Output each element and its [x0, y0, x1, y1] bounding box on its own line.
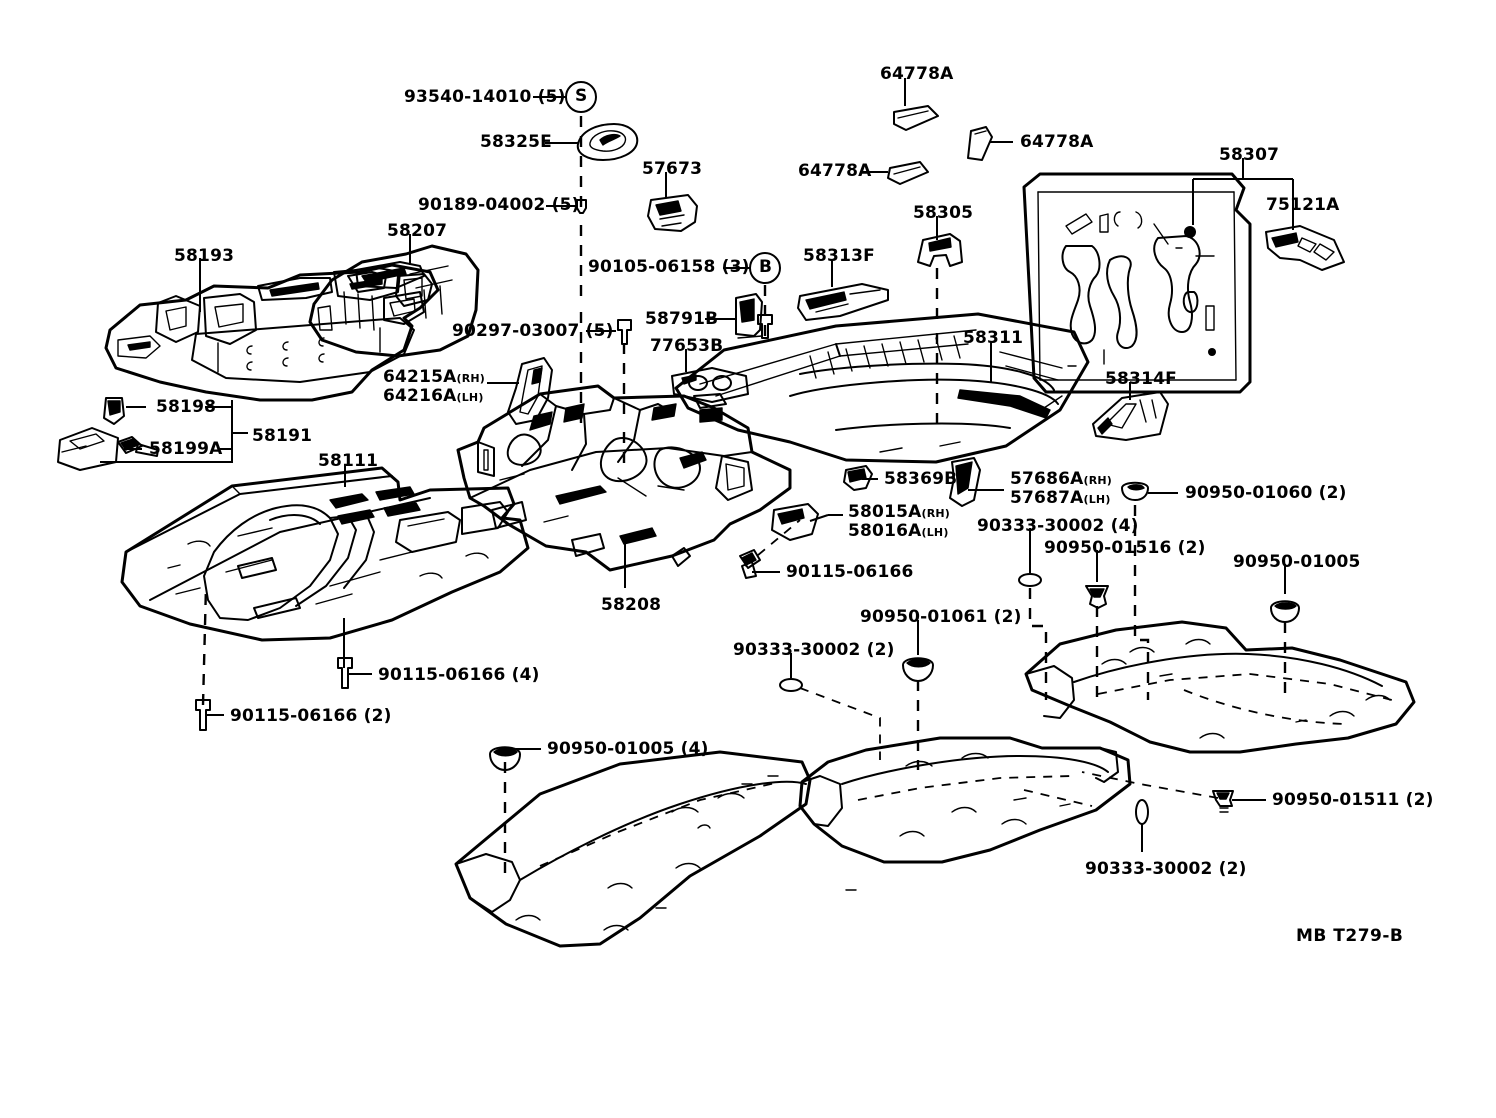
part-shape-58791B: [735, 293, 763, 339]
part-90950-01061: 90950-01061 (2): [860, 607, 1022, 627]
part-93540-14010: 93540-14010 (5): [404, 87, 566, 107]
part-64215A-64216A-line2: 64216A: [383, 386, 457, 407]
part-shape-90297-03007: [757, 314, 773, 339]
part-shape-58307: [1022, 172, 1252, 394]
part-57686A-57687A-side2: (LH): [1083, 493, 1111, 507]
part-shape-58199A: [117, 436, 159, 457]
part-shape-90333-30002-c: [1135, 799, 1149, 825]
part-shape-64778A-top: [893, 105, 939, 131]
part-shape-75121A: [1265, 225, 1345, 271]
part-58314F: 58314F: [1105, 369, 1177, 389]
part-58313F: 58313F: [803, 246, 875, 266]
part-90115-06166-single: 90115-06166: [786, 562, 914, 582]
part-58015A-58016A-line1: 58015A: [848, 502, 922, 522]
part-shape-90950-01005-4: [489, 746, 521, 771]
part-58311: 58311: [963, 328, 1024, 348]
part-58307: 58307: [1219, 145, 1280, 165]
marker-letter-s: S: [575, 86, 588, 106]
part-64778A-left: 64778A: [798, 161, 872, 181]
part-90105-06158: 90105-06158 (3): [588, 257, 750, 277]
part-64215A-64216A-side2: (LH): [456, 391, 484, 405]
part-58111: 58111: [318, 451, 379, 471]
part-90950-01005-4: 90950-01005 (4): [547, 739, 709, 759]
part-shape-bottom-right-panel: [1024, 620, 1416, 754]
part-90115-06166-4: 90115-06166 (4): [378, 665, 540, 685]
part-58193: 58193: [174, 246, 235, 266]
part-shape-58198: [103, 397, 125, 425]
part-57673: 57673: [642, 159, 703, 179]
part-58015A-58016A: 58015A(RH)58016A(LH): [848, 502, 951, 542]
part-shape-bottom-left-panel: [454, 750, 857, 948]
part-shape-58111: [120, 466, 530, 642]
part-64215A-64216A-line1: 64215A: [383, 367, 457, 387]
part-58198: 58198: [156, 397, 217, 417]
part-shape-57673: [647, 194, 698, 232]
part-58199A: 58199A: [149, 439, 223, 459]
part-shape-57686A: [949, 457, 981, 507]
part-shape-58193: [104, 263, 440, 402]
part-shape-bottom-center-panel: [798, 736, 1132, 864]
part-shape-58191: [57, 427, 119, 471]
part-shape-58207: [308, 244, 480, 358]
part-90333-30002-4: 90333-30002 (4): [977, 516, 1139, 536]
part-64215A-64216A-side1: (RH): [456, 372, 486, 385]
part-shape-58015A: [771, 503, 819, 541]
part-90297-03007: 90297-03007 (5): [452, 321, 614, 341]
part-90950-01005-right: 90950-01005: [1233, 552, 1361, 572]
part-57686A-57687A-line2: 57687A: [1010, 488, 1084, 509]
part-64778A-right: 64778A: [1020, 132, 1094, 152]
part-58015A-58016A-line2: 58016A: [848, 521, 922, 542]
marker-s-circle: [565, 81, 597, 113]
part-57686A-57687A-line1: 57686A: [1010, 469, 1084, 489]
part-58015A-58016A-side2: (LH): [921, 526, 949, 540]
part-shape-90189-04002: [576, 199, 587, 214]
part-58015A-58016A-side1: (RH): [921, 507, 951, 520]
part-shape-90950-01060: [1121, 481, 1149, 501]
part-shape-58313F: [797, 283, 889, 321]
part-shape-58305: [917, 233, 963, 267]
part-shape-90115-06166-a: [739, 549, 761, 579]
part-58791B: 58791B: [645, 309, 719, 329]
part-90189-04002: 90189-04002 (5): [418, 195, 580, 215]
part-58208: 58208: [601, 595, 662, 615]
part-shape-58325E: [576, 123, 639, 161]
part-shape-90950-01511: [1212, 790, 1234, 813]
part-shape-58208: [456, 384, 792, 572]
part-58369B: 58369B: [884, 469, 958, 489]
part-90115-06166-2: 90115-06166 (2): [230, 706, 392, 726]
part-58325E: 58325E: [480, 132, 552, 152]
part-shape-64778A-left: [887, 161, 929, 185]
marker-letter-b: B: [759, 257, 773, 277]
part-90333-30002-2-bottom: 90333-30002 (2): [1085, 859, 1247, 879]
part-shape-64778A-right: [967, 126, 993, 161]
diagram-code: MB T279-B: [1296, 926, 1404, 946]
part-shape-58311: [674, 312, 1090, 464]
part-58305: 58305: [913, 203, 974, 223]
part-64215A-64216A: 64215A(RH)64216A(LH): [383, 367, 486, 407]
part-shape-90950-01005-right: [1270, 600, 1300, 623]
part-90950-01060: 90950-01060 (2): [1185, 483, 1347, 503]
part-shape-58369B: [843, 465, 873, 491]
part-shape-90950-01061: [902, 657, 934, 682]
part-77653B: 77653B: [650, 336, 724, 356]
part-shape-90115-06166-b: [337, 657, 353, 689]
part-shape-90115-06166-c: [195, 699, 211, 731]
part-57686A-57687A: 57686A(RH)57687A(LH): [1010, 469, 1113, 509]
marker-b-circle: [749, 252, 781, 284]
part-58207: 58207: [387, 221, 448, 241]
part-shape-90105-06158: [617, 319, 632, 345]
part-90333-30002-2-left: 90333-30002 (2): [733, 640, 895, 660]
part-90950-01511: 90950-01511 (2): [1272, 790, 1434, 810]
part-90950-01516: 90950-01516 (2): [1044, 538, 1206, 558]
part-75121A: 75121A: [1266, 195, 1340, 215]
part-64778A-top: 64778A: [880, 64, 954, 84]
part-shape-90333-30002-b: [779, 678, 803, 692]
part-57686A-57687A-side1: (RH): [1083, 474, 1113, 487]
part-shape-90333-30002-a: [1018, 573, 1042, 587]
part-58191: 58191: [252, 426, 313, 446]
part-shape-90950-01516: [1085, 585, 1109, 609]
part-shape-58314F: [1092, 391, 1169, 441]
